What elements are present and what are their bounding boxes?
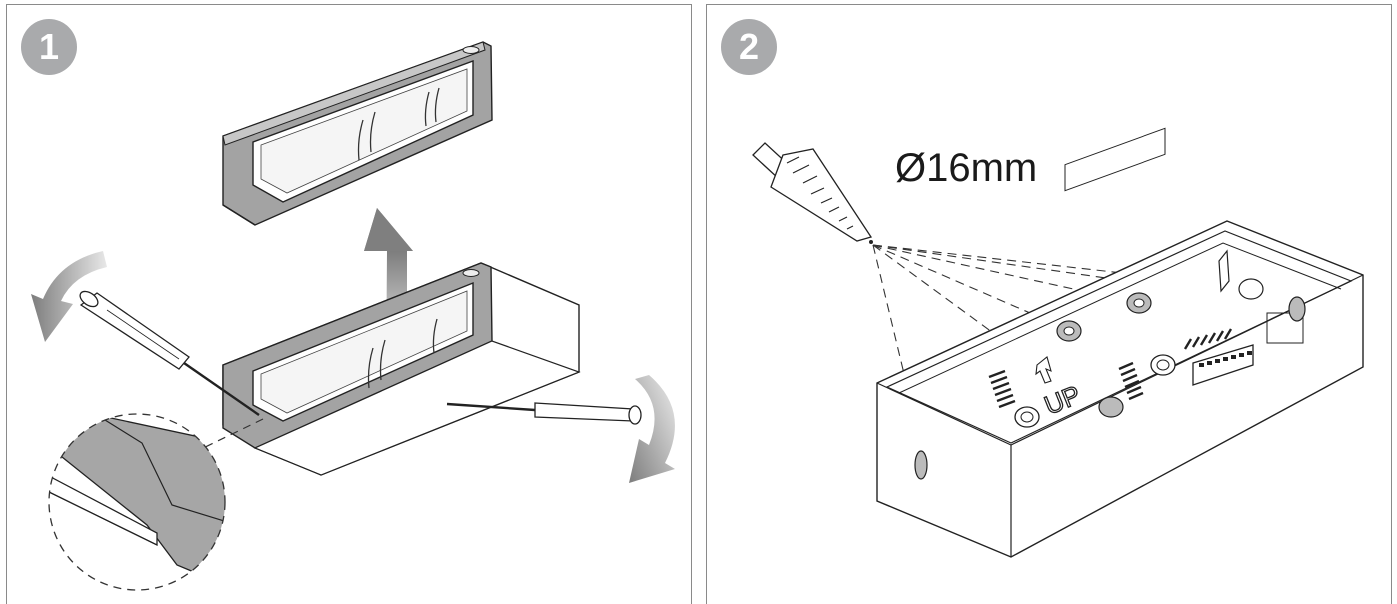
step-number-badge: 1 bbox=[21, 19, 77, 75]
back-box bbox=[876, 127, 1364, 558]
step-2-panel: 2 Ø16mm bbox=[706, 4, 1392, 604]
screwdriver-right bbox=[446, 402, 642, 425]
front-cover-removed bbox=[222, 41, 493, 226]
rotate-arrow-right bbox=[629, 375, 675, 483]
step-drill-bit bbox=[752, 142, 873, 244]
drill-diameter-label: Ø16mm bbox=[895, 146, 1037, 190]
mounted-device bbox=[222, 262, 581, 476]
step-2-illustration: Ø16mm bbox=[752, 127, 1364, 558]
step-1-illustration bbox=[31, 41, 675, 591]
rotate-arrow-left bbox=[31, 251, 107, 342]
step-number-badge: 2 bbox=[721, 19, 777, 75]
detail-zoom-circle bbox=[48, 413, 226, 591]
screwdriver-left bbox=[79, 290, 260, 416]
step-1-panel: 1 bbox=[6, 4, 692, 604]
